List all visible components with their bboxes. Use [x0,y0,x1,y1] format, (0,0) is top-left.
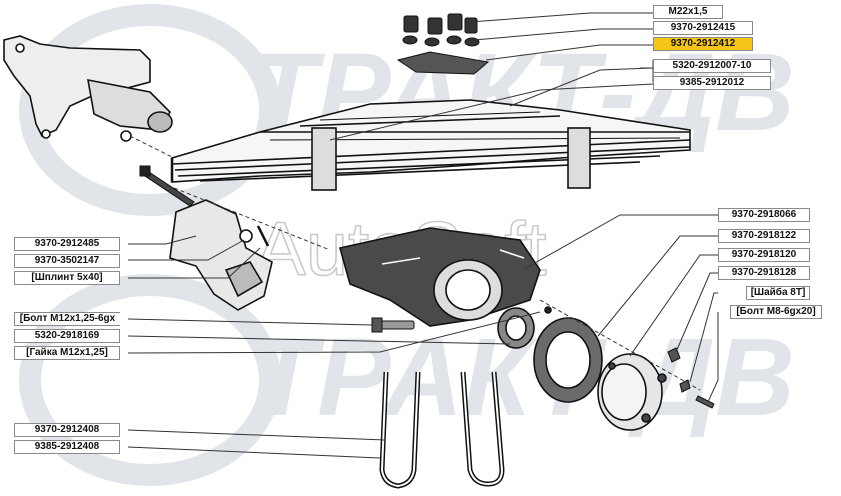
seal-ring [497,306,552,349]
label-m22x1-5[interactable]: M22x1,5 [653,5,723,19]
leaf-spring [170,99,691,191]
label-9370-2912485[interactable]: 9370-2912485 [14,237,120,251]
label-9370-2912415[interactable]: 9370-2912415 [653,21,753,35]
label-9385-2912012[interactable]: 9385-2912012 [653,76,771,90]
trunnion-support [169,199,273,311]
balancer-hub [339,227,541,327]
side-bolt [371,317,415,333]
leader-lines [127,12,719,459]
axle-bracket [3,35,173,142]
label-9385-2912408[interactable]: 9385-2912408 [14,440,120,454]
label-9370-2912408[interactable]: 9370-2912408 [14,423,120,437]
gasket [533,317,603,403]
label-5320-2912007-10[interactable]: 5320-2912007-10 [653,59,771,73]
label-bolt-m8[interactable]: [Болт M8-6gx20] [730,305,822,319]
label-bolt-m12[interactable]: [Болт M12x1,25-6gx [14,312,120,326]
label-9370-2918122[interactable]: 9370-2918122 [718,229,810,243]
label-9370-2918128[interactable]: 9370-2918128 [718,266,810,280]
label-5320-2918169[interactable]: 5320-2918169 [14,329,120,343]
label-9370-3502147[interactable]: 9370-3502147 [14,254,120,268]
pad-nuts [396,13,490,75]
label-9370-2912412[interactable]: 9370-2912412 [653,37,753,51]
label-shayba-8t[interactable]: [Шайба 8Т] [746,286,810,300]
label-shplint-5x40[interactable]: [Шплинт 5x40] [14,271,120,285]
label-9370-2918066[interactable]: 9370-2918066 [718,208,810,222]
label-9370-2918120[interactable]: 9370-2918120 [718,248,810,262]
label-gayka-m12x1-25[interactable]: [Гайка M12x1,25] [14,346,120,360]
hub-cover [597,353,667,431]
